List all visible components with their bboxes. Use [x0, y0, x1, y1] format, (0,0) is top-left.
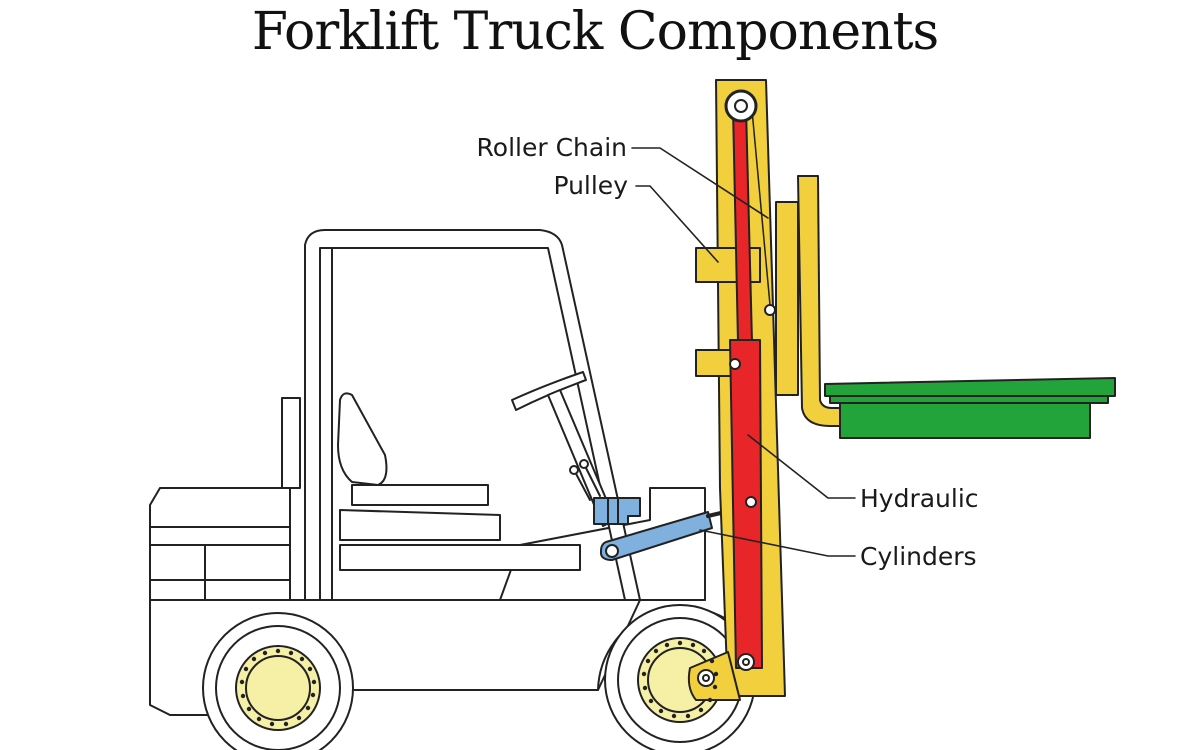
cab-panel: [281, 397, 301, 489]
label-roller-chain: Roller Chain: [477, 133, 627, 162]
leader-lines: [631, 147, 856, 557]
rear-wheel: [202, 612, 354, 750]
control-levers: [569, 459, 601, 501]
label-hydraulic: Hydraulic: [860, 484, 979, 513]
label-pulley: Pulley: [553, 171, 628, 200]
roller-chain: [751, 109, 771, 306]
seat: [337, 392, 581, 571]
pallet-load: [824, 377, 1116, 439]
label-cylinders: Cylinders: [860, 542, 977, 571]
pulley: [724, 89, 758, 123]
overhead-guard: [304, 229, 641, 601]
diagram-title: Forklift Truck Components: [251, 2, 939, 62]
counterweight: [149, 487, 291, 601]
wheel-bolts: [239, 640, 719, 727]
valve-block: [593, 497, 641, 525]
